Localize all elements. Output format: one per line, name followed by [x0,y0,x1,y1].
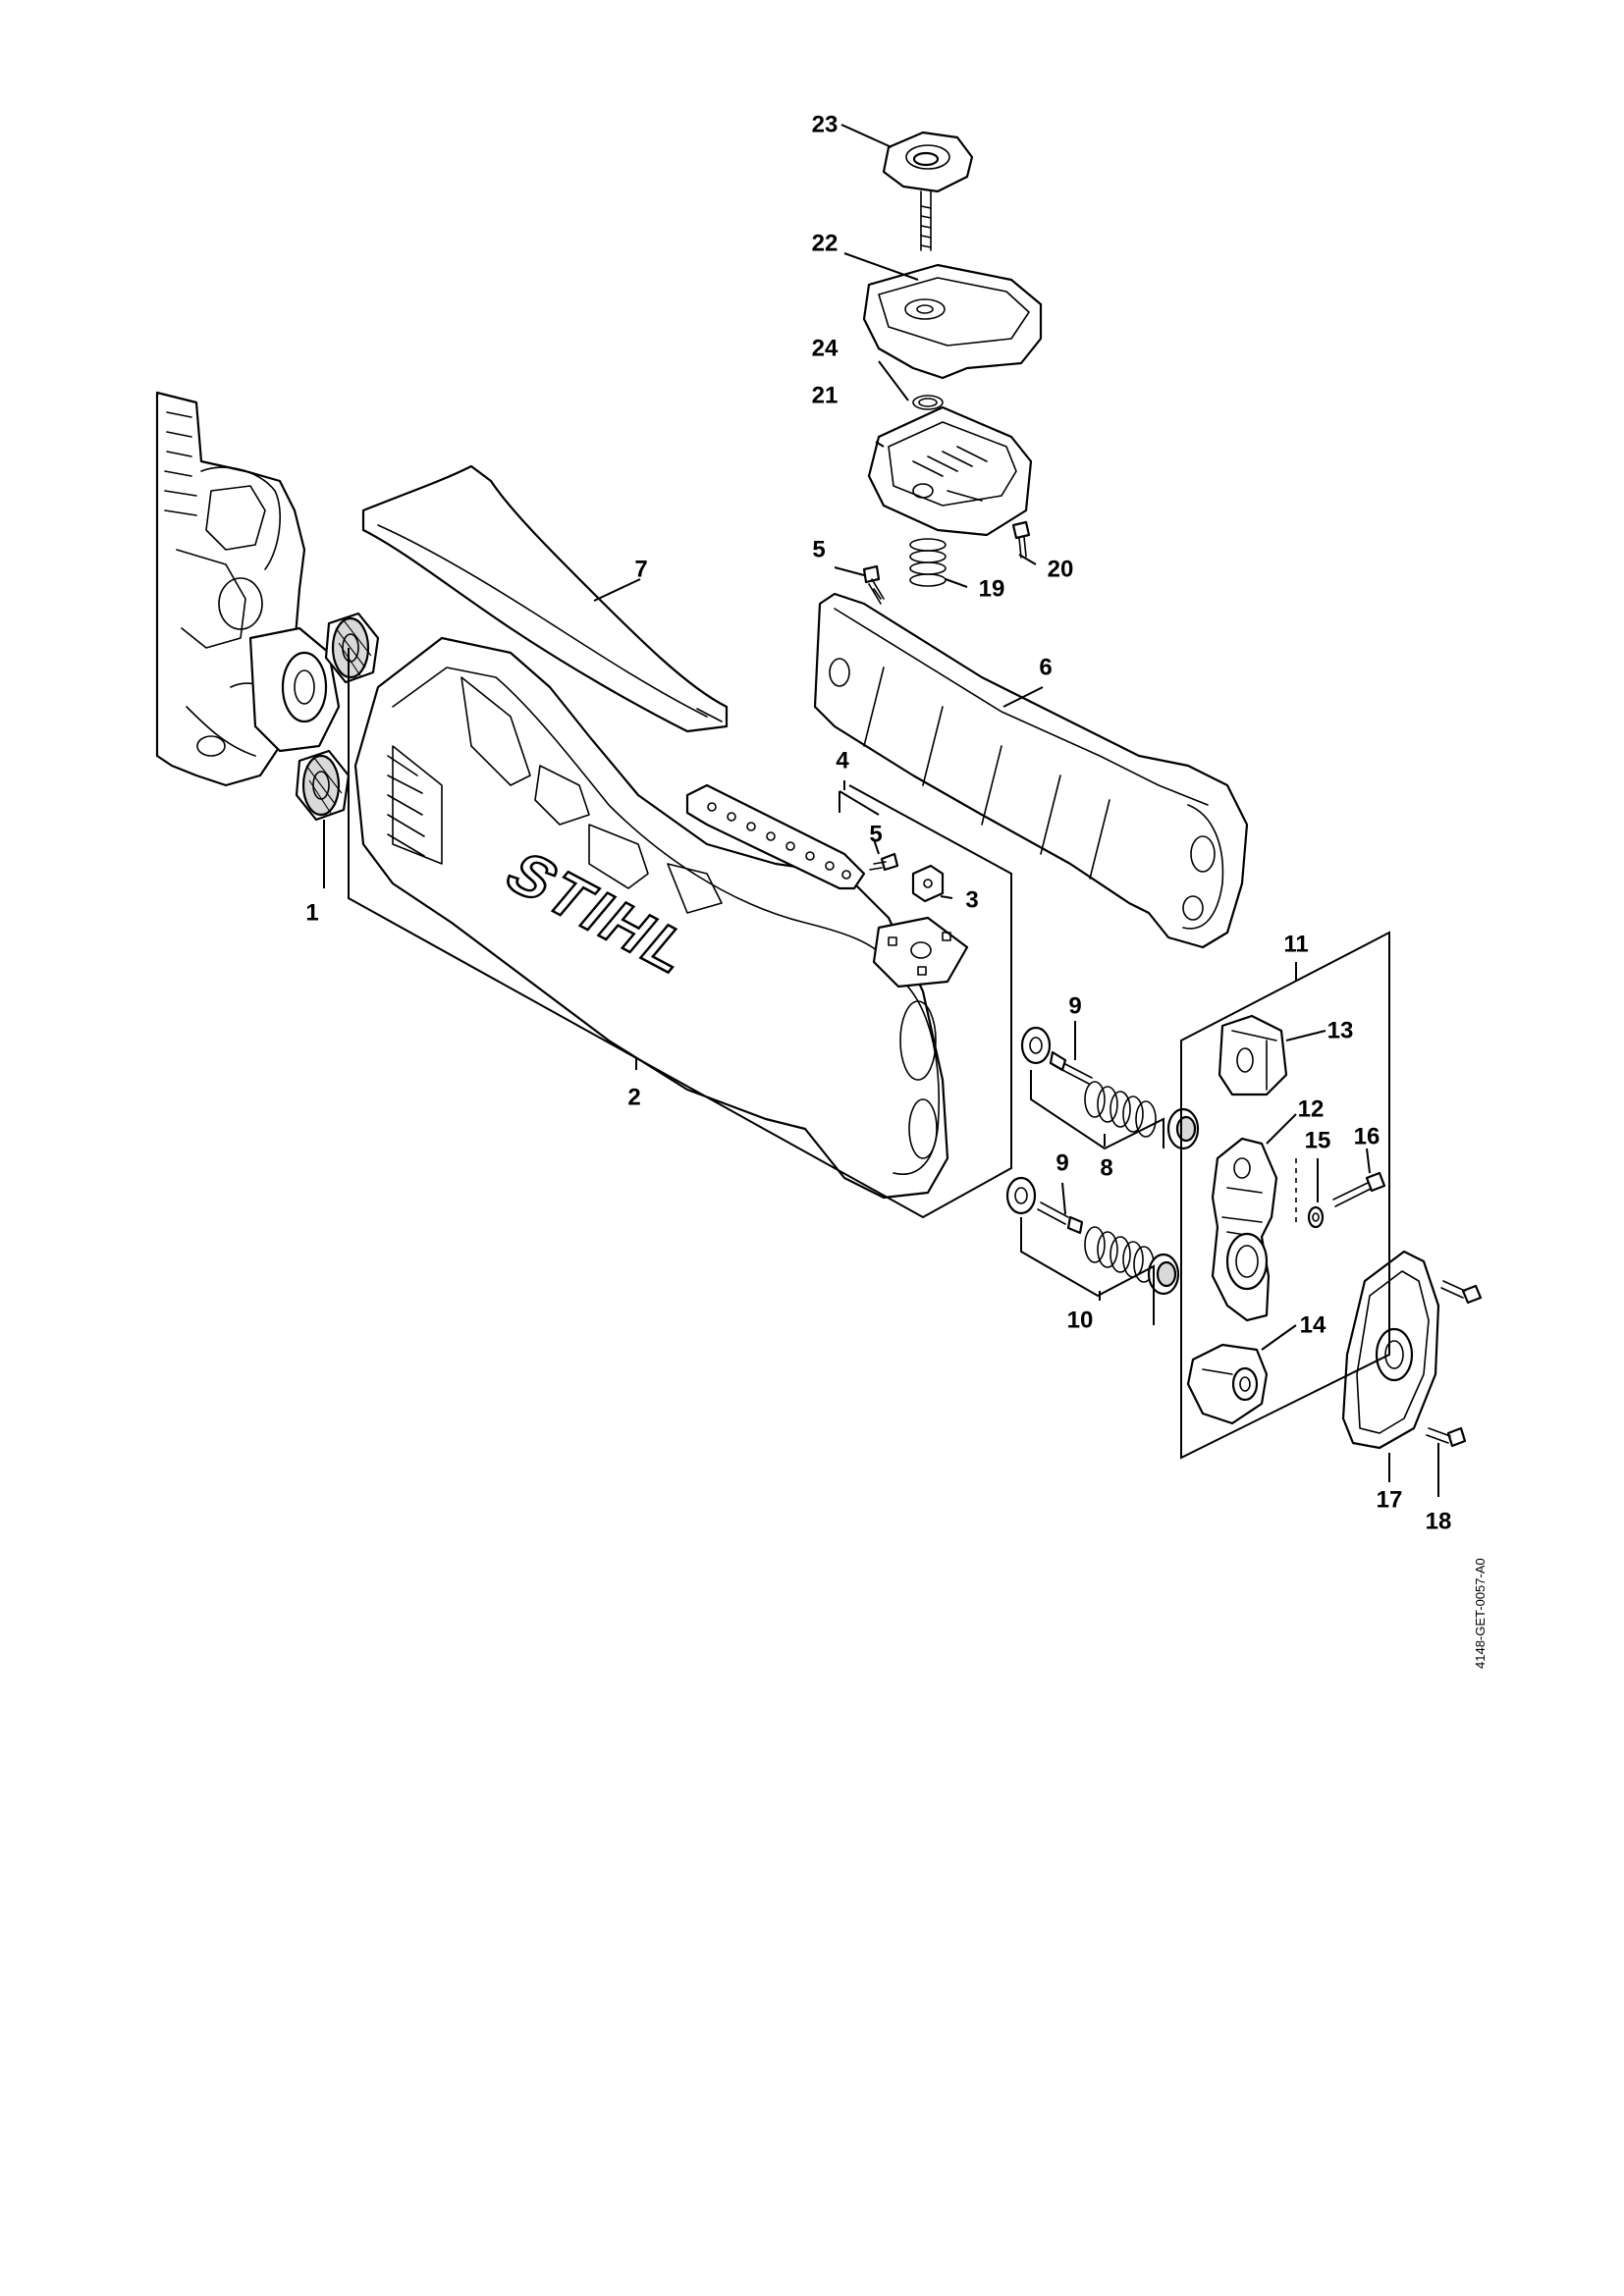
part-22-housing-cap [862,263,1043,380]
callout-4: 4 [836,748,849,774]
callout-23: 23 [812,112,839,138]
callout-10: 10 [1067,1308,1094,1334]
part-9-buffer-head-upper [1020,1026,1052,1065]
callout-13: 13 [1327,1018,1354,1044]
part-6-guard [813,592,1249,949]
callout-7: 7 [634,557,647,583]
group-bracket-8 [1030,1070,1164,1150]
callout-24: 24 [812,336,839,362]
part-9-screw-upper [1049,1050,1093,1085]
part-12-handle-bracket [1211,1137,1297,1322]
part-4-adjustment-bar [685,783,866,890]
part-10-spring-lower [1084,1226,1155,1283]
part-21-bracket [867,405,1033,537]
part-1-av-buffer-lower [295,749,351,822]
part-15-washer [1307,1205,1325,1229]
part-23-knob [882,131,974,251]
part-17-cover-plate [1341,1250,1440,1450]
part-10-cup-lower [1147,1253,1180,1296]
shaft-housing [248,626,341,753]
part-2-handle-housing [353,636,969,1200]
part-20-screw [1011,520,1031,559]
part-8-spring-upper [1084,1081,1157,1138]
part-3-nut [911,864,945,903]
callout-12: 12 [1298,1096,1325,1123]
callout-17: 17 [1377,1487,1403,1514]
group-bracket-2 [348,648,1012,1219]
callout-15: 15 [1305,1128,1331,1154]
part-13-clamp-top [1218,1014,1288,1096]
callout-2: 2 [627,1085,640,1111]
group-bracket-10 [1020,1217,1155,1325]
callout-11: 11 [1283,932,1308,958]
callout-9-lower: 9 [1056,1150,1068,1177]
part-16-screw [1332,1171,1386,1207]
callout-3: 3 [965,887,978,914]
callouts: 1 2 3 4 5 5 6 7 8 9 9 10 11 12 13 14 15 … [305,112,1451,1535]
callout-8: 8 [1100,1155,1112,1182]
callout-14: 14 [1300,1312,1326,1339]
part-9-screw-lower [1037,1201,1084,1235]
part-8-cup-upper [1166,1107,1200,1150]
callout-21: 21 [812,383,839,409]
callout-9-upper: 9 [1068,993,1081,1020]
leader-lines [323,124,1439,1497]
callout-20: 20 [1048,557,1074,583]
callout-5-lower: 5 [869,822,882,848]
callout-18: 18 [1426,1509,1452,1535]
part-19-spring [909,538,947,587]
callout-22: 22 [812,231,839,257]
callout-6: 6 [1039,655,1052,681]
callout-16: 16 [1354,1124,1380,1150]
part-24-o-ring [912,395,944,410]
group-bracket-4 [839,790,880,816]
reference-code: 4148-GET-0057-A0 [1473,1558,1488,1669]
part-5-screw-upper [862,564,885,605]
part-9-buffer-head-lower [1005,1176,1037,1215]
group-bracket-11 [1180,931,1390,1460]
callout-19: 19 [979,576,1005,603]
callout-1: 1 [305,900,318,927]
part-18-screw-lower [1426,1426,1467,1448]
part-14-clamp-bottom [1186,1343,1269,1425]
part-7-cover-strip [361,464,729,733]
callout-5-upper: 5 [812,537,825,563]
part-1-av-buffer-upper [324,612,380,684]
part-5-screw-lower [869,852,899,872]
part-18-screw-upper [1440,1280,1483,1305]
